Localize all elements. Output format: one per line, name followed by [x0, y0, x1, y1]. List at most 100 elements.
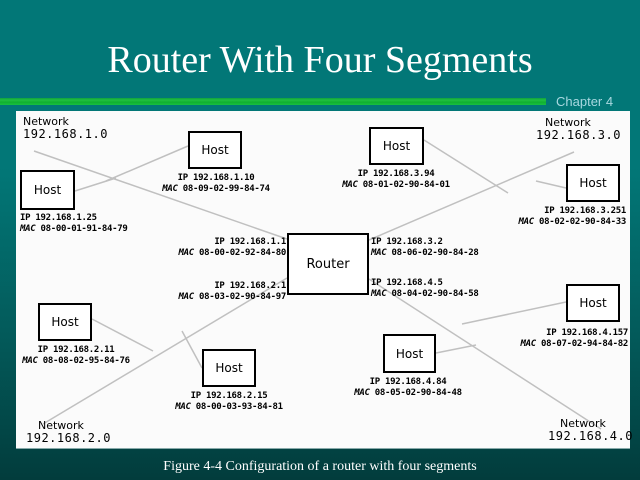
- ip-value: 192.168.3.251: [559, 206, 626, 216]
- chapter-label: Chapter 4: [556, 94, 614, 109]
- host-box[interactable]: Host: [202, 349, 256, 387]
- mac-value: 08-00-01-91-84-79: [40, 224, 128, 234]
- ip-key: IP: [214, 281, 225, 291]
- host-label: Host: [395, 346, 424, 361]
- network-word: Network: [38, 419, 84, 432]
- mac-key: MAC: [178, 248, 195, 258]
- ip-value: 192.168.2.15: [205, 391, 268, 401]
- router-if-3-label: IP 192.168.3.2 MAC 08-06-02-90-84-28: [371, 237, 479, 259]
- ip-value: 192.168.2.11: [52, 345, 115, 355]
- ip-value: 192.168.4.5: [386, 278, 443, 288]
- network-address: 192.168.4.0: [548, 429, 633, 443]
- ip-key: IP: [214, 237, 225, 247]
- ip-key: IP: [177, 173, 189, 183]
- host-address-label: IP 192.168.1.25 MAC 08-00-01-91-84-79: [20, 213, 128, 235]
- mac-value: 08-06-02-90-84-28: [391, 248, 479, 258]
- router-if-4-label: IP 192.168.4.5 MAC 08-04-02-90-84-58: [371, 278, 479, 300]
- mac-key: MAC: [520, 339, 537, 349]
- mac-value: 08-00-03-93-84-81: [195, 402, 283, 412]
- network-address: 192.168.2.0: [26, 431, 111, 445]
- ip-key: IP: [371, 237, 382, 247]
- mac-key: MAC: [518, 217, 535, 227]
- mac-value: 08-02-02-90-84-33: [538, 217, 626, 227]
- segment-1-backbone: [33, 150, 288, 240]
- host-label: Host: [579, 296, 607, 310]
- host-label: Host: [201, 143, 229, 157]
- link-host-4-84: [435, 344, 477, 354]
- host-box[interactable]: Host: [38, 303, 92, 341]
- network-word: Network: [560, 417, 606, 430]
- mac-key: MAC: [354, 388, 370, 398]
- ip-value: 192.168.1.25: [35, 213, 97, 223]
- mac-key: MAC: [162, 184, 178, 194]
- network-label-3: Network 192.168.3.0: [536, 116, 621, 142]
- link-host-3-251: [535, 180, 567, 189]
- segment-4-backbone: [368, 278, 602, 430]
- segment-2-backbone: [42, 277, 288, 425]
- ip-key: IP: [20, 213, 31, 223]
- network-label-2: Network 192.168.2.0: [26, 419, 111, 445]
- host-box[interactable]: Host: [566, 164, 620, 202]
- router-if-1-label: IP 192.168.1.1 MAC 08-00-02-92-84-80: [152, 237, 287, 259]
- mac-value: 08-05-02-90-84-48: [374, 388, 462, 398]
- mac-key: MAC: [371, 248, 387, 258]
- accent-bar: [0, 98, 546, 105]
- host-box[interactable]: Host: [20, 170, 75, 210]
- host-address-label: IP 192.168.3.94 MAC 08-01-02-90-84-01: [334, 169, 458, 191]
- mac-key: MAC: [22, 356, 38, 366]
- ip-value: 192.168.1.1: [229, 237, 287, 247]
- diagram-links: [33, 139, 602, 430]
- host-box[interactable]: Host: [369, 127, 424, 165]
- mac-value: 08-09-02-99-84-74: [182, 184, 270, 194]
- network-label-4: Network 192.168.4.0: [548, 417, 633, 443]
- mac-value: 08-01-02-90-84-01: [362, 180, 450, 190]
- ip-key: IP: [371, 278, 382, 288]
- mac-value: 08-03-02-90-84-97: [198, 292, 286, 302]
- ip-key: IP: [190, 391, 202, 401]
- router-box[interactable]: Router: [287, 233, 369, 295]
- host-address-label: IP 192.168.3.251 MAC 08-02-02-90-84-33: [486, 206, 627, 228]
- link-host-3-94: [423, 139, 509, 194]
- mac-value: 08-08-02-95-84-76: [42, 356, 130, 366]
- network-word: Network: [545, 116, 591, 129]
- host-label: Host: [215, 361, 243, 375]
- link-host-1-10: [105, 145, 189, 182]
- host-address-label: IP 192.168.1.10 MAC 08-09-02-99-84-74: [156, 173, 276, 195]
- host-address-label: IP 192.168.2.15 MAC 08-00-03-93-84-81: [166, 391, 292, 413]
- host-box[interactable]: Host: [188, 131, 242, 169]
- mac-key: MAC: [178, 292, 195, 302]
- network-word: Network: [23, 115, 69, 128]
- link-host-2-11: [91, 318, 154, 352]
- host-label: Host: [33, 183, 62, 197]
- network-address: 192.168.1.0: [23, 127, 108, 141]
- ip-key: IP: [546, 328, 557, 338]
- mac-key: MAC: [342, 180, 358, 190]
- ip-key: IP: [369, 377, 381, 387]
- host-box[interactable]: Host: [566, 284, 620, 322]
- ip-key: IP: [37, 345, 49, 355]
- ip-value: 192.168.2.1: [229, 281, 287, 291]
- ip-value: 192.168.1.10: [192, 173, 255, 183]
- host-address-label: IP 192.168.4.84 MAC 08-05-02-90-84-48: [344, 377, 472, 399]
- host-box[interactable]: Host: [383, 334, 436, 373]
- host-address-label: IP 192.168.4.157 MAC 08-07-02-94-84-82: [486, 328, 629, 350]
- host-address-label: IP 192.168.2.11 MAC 08-08-02-95-84-76: [16, 345, 136, 367]
- ip-value: 192.168.3.94: [372, 169, 435, 179]
- slide-title: Router With Four Segments: [107, 39, 533, 81]
- figure-caption: Figure 4-4 Configuration of a router wit…: [163, 459, 477, 474]
- ip-value: 192.168.4.157: [561, 328, 628, 338]
- segment-3-backbone: [368, 151, 575, 241]
- mac-key: MAC: [175, 402, 191, 412]
- mac-key: MAC: [371, 289, 387, 299]
- mac-value: 08-00-02-92-84-80: [198, 248, 286, 258]
- ip-value: 192.168.3.2: [386, 237, 443, 247]
- host-label: Host: [51, 315, 79, 329]
- mac-key: MAC: [20, 224, 36, 234]
- router-label: Router: [306, 256, 350, 272]
- ip-key: IP: [544, 206, 555, 216]
- network-label-1: Network 192.168.1.0: [23, 115, 108, 141]
- link-host-2-15: [181, 330, 203, 369]
- router-if-2-label: IP 192.168.2.1 MAC 08-03-02-90-84-97: [152, 281, 287, 303]
- host-label: Host: [579, 176, 607, 190]
- mac-value: 08-07-02-94-84-82: [540, 339, 628, 349]
